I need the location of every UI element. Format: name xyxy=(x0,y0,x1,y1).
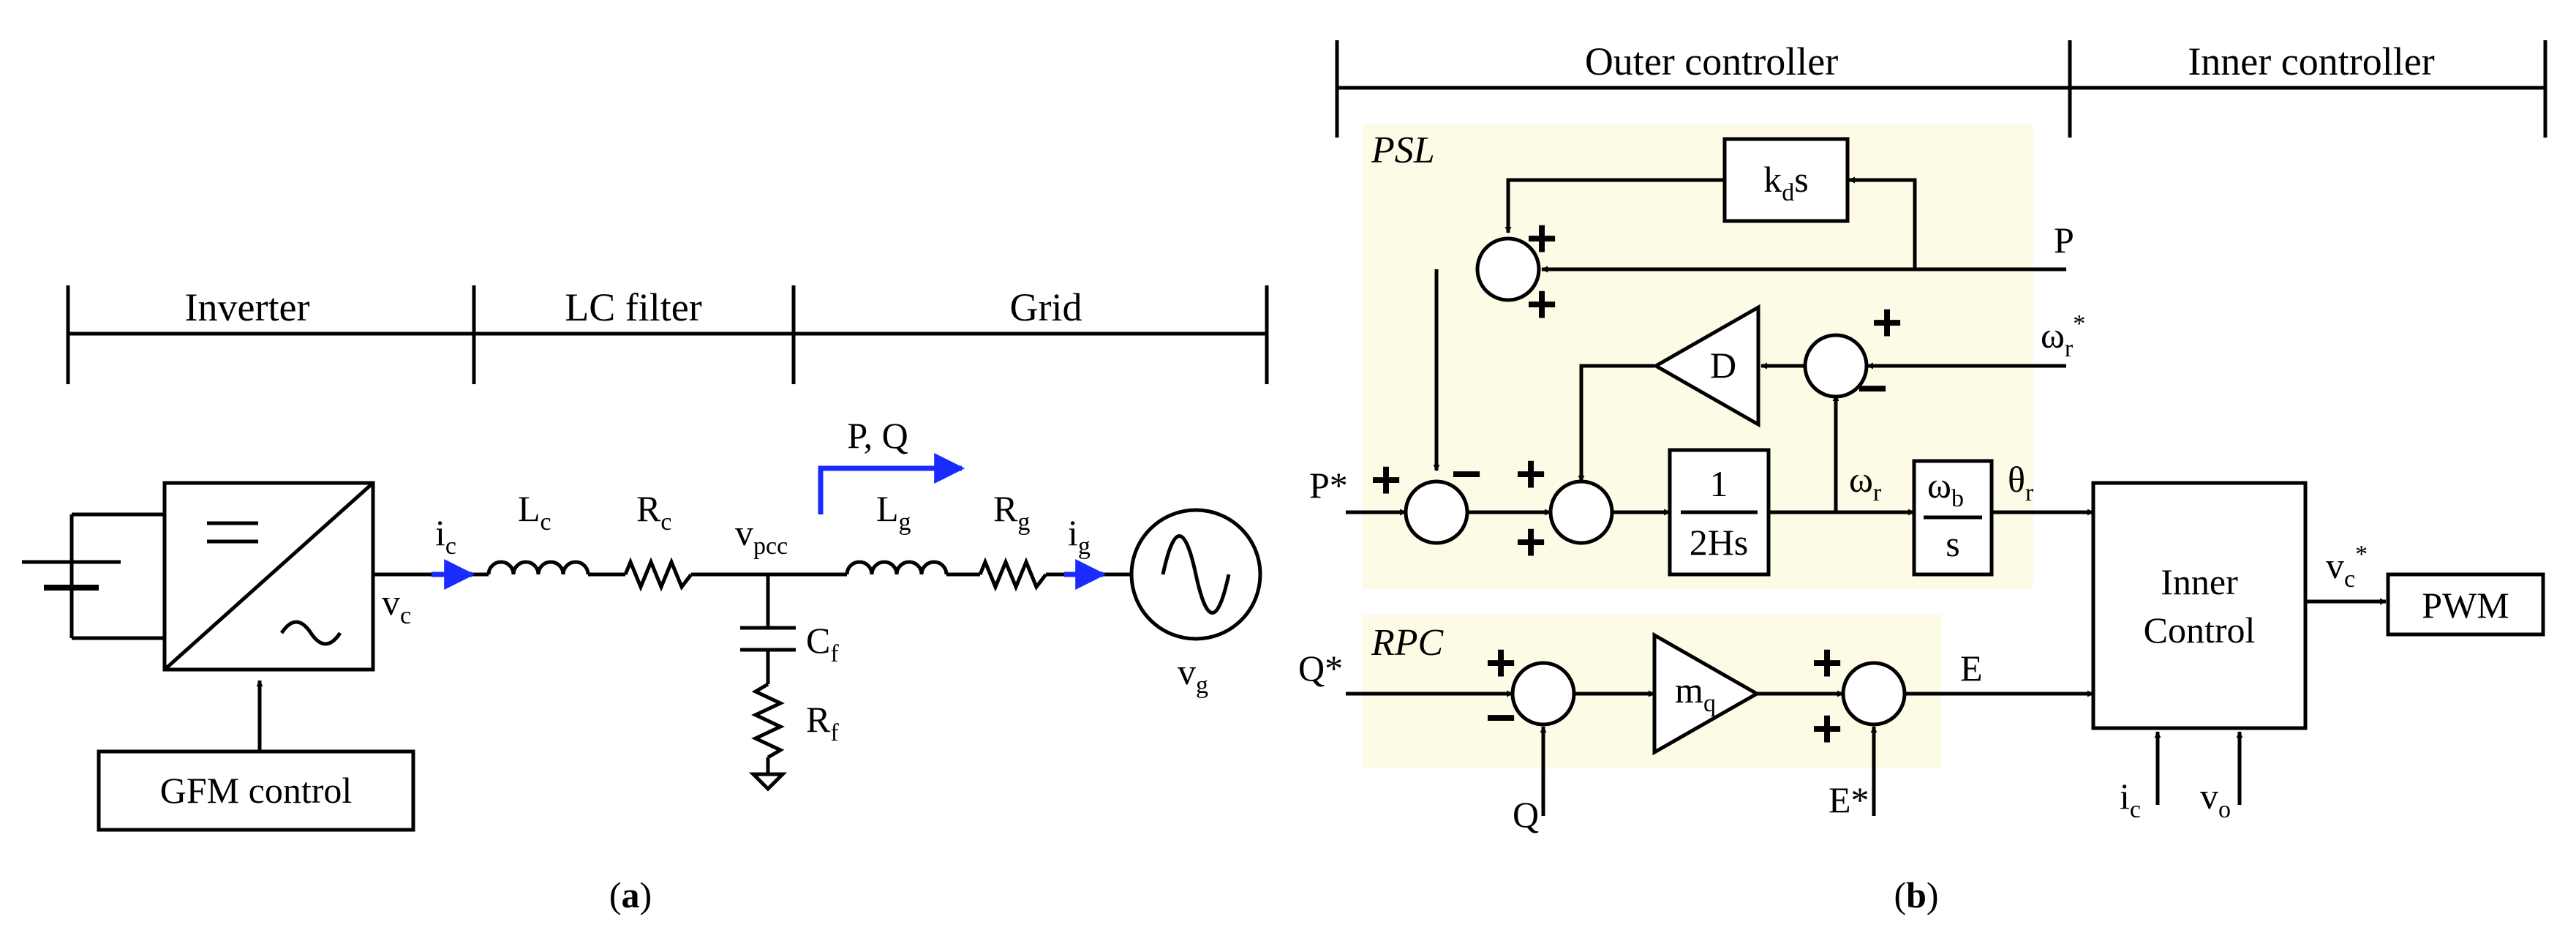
rpc-wiring xyxy=(1346,690,2094,816)
dc-source-icon xyxy=(22,512,165,640)
inner-control-line2: Control xyxy=(2144,610,2256,651)
derivative-gain-label: kds xyxy=(1763,159,1808,206)
panel-a: Inverter LC filter Grid GFM control xyxy=(22,285,1269,915)
signal-theta-r: θr xyxy=(2008,459,2034,506)
inverter-icon xyxy=(162,481,375,672)
summing-junction-icon-voltage xyxy=(1841,661,1907,727)
section-inverter: Inverter xyxy=(185,285,310,329)
label-cf: Cf xyxy=(806,620,839,667)
gfm-control-label: GFM control xyxy=(160,770,353,811)
gain-triangle-icon-droop xyxy=(1652,632,1761,756)
signal-wr: ωr xyxy=(1849,459,1882,506)
svg-text:+: + xyxy=(1515,445,1546,503)
signal-p: P xyxy=(2054,220,2074,261)
svg-text:+: + xyxy=(1485,634,1516,692)
inertia-denominator: 2Hs xyxy=(1690,522,1749,563)
resistor-icon-rc xyxy=(623,557,693,592)
label-rg: Rg xyxy=(993,488,1030,536)
label-vc: vc xyxy=(382,582,411,629)
svg-text:−: − xyxy=(1857,359,1888,418)
droop-gain-label: mq xyxy=(1675,670,1716,717)
inductor-icon-lc xyxy=(486,560,590,575)
summing-junction-icon-frequency xyxy=(1803,333,1869,399)
label-vpcc: vpcc xyxy=(735,512,788,560)
derivative-gain-block xyxy=(1722,137,1850,223)
signal-ic-feedback: ic xyxy=(2120,776,2141,823)
svg-text:+: + xyxy=(1526,209,1557,268)
label-rf: Rf xyxy=(806,699,839,746)
ac-source-icon xyxy=(1129,508,1262,641)
summing-junction-icon-power-error xyxy=(1404,479,1469,545)
summing-junction-icon-power xyxy=(1475,236,1541,302)
svg-text:+: + xyxy=(1515,513,1546,572)
signal-e: E xyxy=(1960,648,1983,689)
panel-a-section-ruler: Inverter LC filter Grid xyxy=(66,285,1269,384)
inner-control-block xyxy=(2091,481,2308,730)
panel-b-section-ruler: Outer controller Inner controller xyxy=(1335,40,2547,138)
signal-p-star: P* xyxy=(1309,465,1348,506)
caption-a: (a) xyxy=(609,874,652,915)
signal-vo-feedback: vo xyxy=(2200,776,2231,823)
signal-wr-star: ωr* xyxy=(2041,310,2085,362)
inductor-icon-lg xyxy=(845,560,949,575)
power-flow-label: P, Q xyxy=(847,415,908,456)
svg-text:−: − xyxy=(1485,689,1516,747)
label-lc: Lc xyxy=(518,488,551,536)
inertia-numerator: 1 xyxy=(1710,463,1728,504)
power-flow-arrow-icon xyxy=(818,453,965,514)
psl-label: PSL xyxy=(1371,130,1435,171)
rpc-label: RPC xyxy=(1371,622,1445,664)
signal-vc-star: vc* xyxy=(2326,541,2368,593)
gfm-control-block xyxy=(97,749,415,832)
rpc-sign-markers: + − + + xyxy=(1485,634,1842,758)
resistor-icon-rf xyxy=(751,682,785,760)
caption-b: (b) xyxy=(1894,874,1938,915)
label-vg: vg xyxy=(1178,651,1208,699)
gain-triangle-icon-damping xyxy=(1652,304,1760,428)
svg-text:+: + xyxy=(1872,293,1902,352)
section-inner-controller: Inner controller xyxy=(2188,40,2434,83)
pwm-label: PWM xyxy=(2422,585,2509,626)
label-lg: Lg xyxy=(876,488,911,536)
shunt-branch xyxy=(740,574,796,792)
inner-control-line1: Inner xyxy=(2161,561,2238,602)
main-wire xyxy=(373,557,1130,592)
svg-text:−: − xyxy=(1451,445,1482,503)
panel-b: Outer controller Inner controller PSL RP… xyxy=(1298,40,2547,915)
section-grid: Grid xyxy=(1010,285,1082,329)
label-ig: ig xyxy=(1068,512,1091,560)
signal-e-star: E* xyxy=(1829,779,1869,820)
signal-q: Q xyxy=(1513,794,1539,835)
signal-q-star: Q* xyxy=(1298,648,1343,689)
psl-sign-markers: + + + − + + + − xyxy=(1371,209,1902,572)
resistor-icon-rg xyxy=(978,557,1047,592)
pwm-block xyxy=(2386,572,2545,637)
svg-text:+: + xyxy=(1812,634,1842,692)
svg-text:+: + xyxy=(1371,451,1401,509)
svg-text:+: + xyxy=(1526,275,1557,334)
svg-text:+: + xyxy=(1812,700,1842,758)
summing-junction-icon-torque xyxy=(1548,479,1614,545)
summing-junction-icon-reactive xyxy=(1510,661,1576,727)
psl-wiring xyxy=(1346,176,2094,516)
label-ic: ic xyxy=(435,512,456,560)
damping-gain-label: D xyxy=(1710,345,1736,386)
section-lc-filter: LC filter xyxy=(565,285,701,329)
section-outer-controller: Outer controller xyxy=(1585,40,1838,83)
label-rc: Rc xyxy=(636,488,671,536)
integrator-denominator: s xyxy=(1946,523,1959,564)
integrator-numerator: ωb xyxy=(1927,465,1964,512)
ground-icon xyxy=(748,772,788,792)
